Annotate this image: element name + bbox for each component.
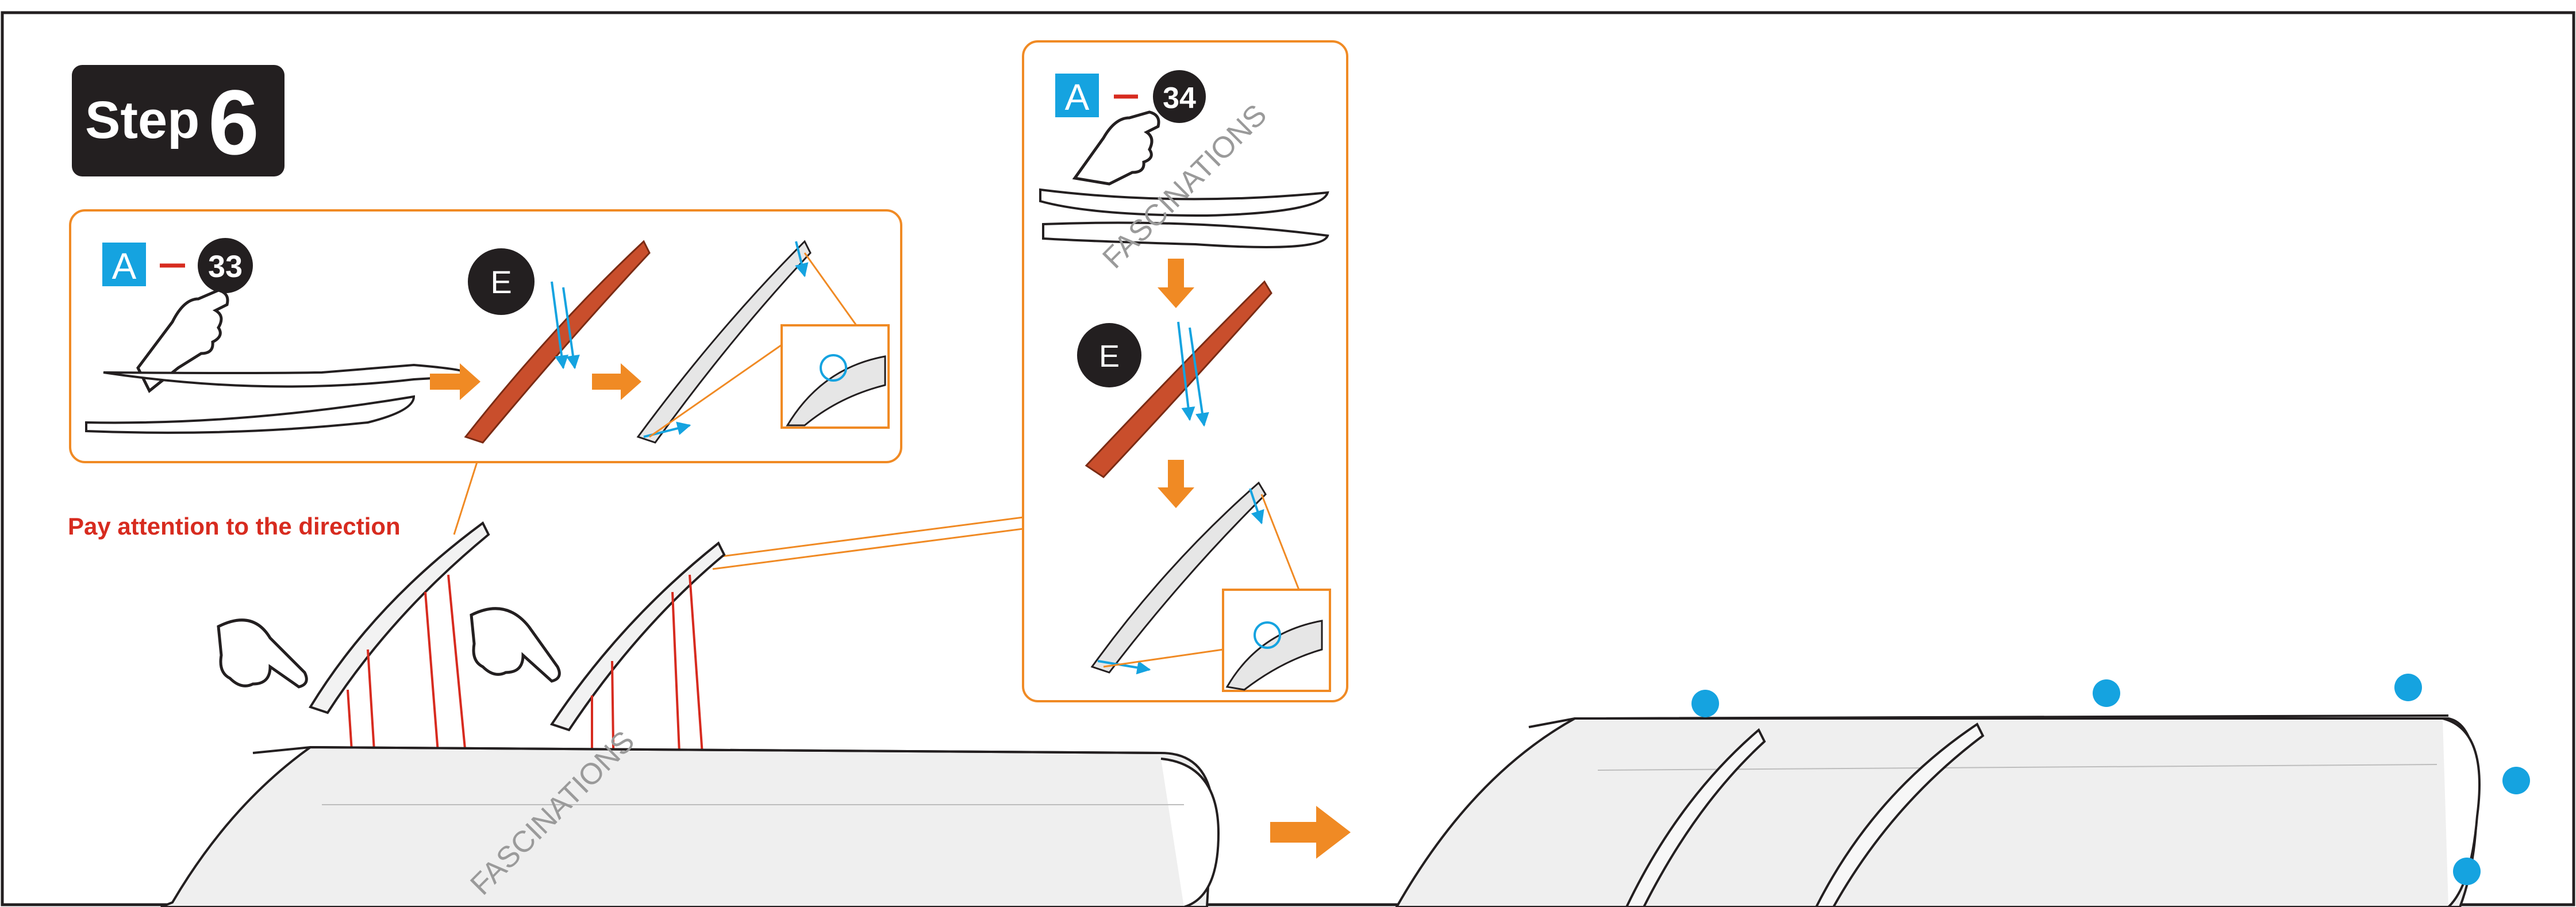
sheet-letter-34: A	[1065, 76, 1090, 118]
rib-33	[310, 523, 489, 713]
step-word: Step	[85, 91, 199, 149]
fuselage-body-after	[1397, 716, 2479, 907]
fuselage-body-before	[161, 747, 1218, 907]
pointing-hand-icon-34	[1075, 112, 1159, 184]
step-number: 6	[208, 71, 259, 174]
step-badge: Step 6	[72, 65, 284, 176]
e-badge-letter-34: E	[1099, 339, 1120, 374]
part-number-34: 34	[1163, 82, 1196, 115]
callout-part-33: A 33 E	[70, 210, 901, 462]
part-number: 33	[208, 249, 243, 284]
down-arrow-icon-2	[1158, 460, 1194, 508]
parts-sheet-rail	[86, 397, 414, 433]
callout-33-leader	[454, 462, 477, 535]
callout-34-leader-a	[713, 517, 1023, 558]
callout-part-34: A 34 E	[1023, 41, 1347, 701]
result-arrow-icon	[1270, 806, 1351, 859]
next-arrow-icon-2	[592, 363, 641, 400]
pointing-hand-left-icon	[218, 620, 306, 687]
down-arrow-icon	[1158, 259, 1194, 308]
parts-sheet-rail-34	[1043, 223, 1328, 248]
e-badge-letter: E	[490, 264, 512, 300]
pointing-hand-right-icon	[471, 609, 559, 681]
direction-note: Pay attention to the direction	[68, 513, 401, 540]
sheet-letter: A	[112, 245, 137, 287]
callout-34-leader-b	[713, 529, 1023, 569]
